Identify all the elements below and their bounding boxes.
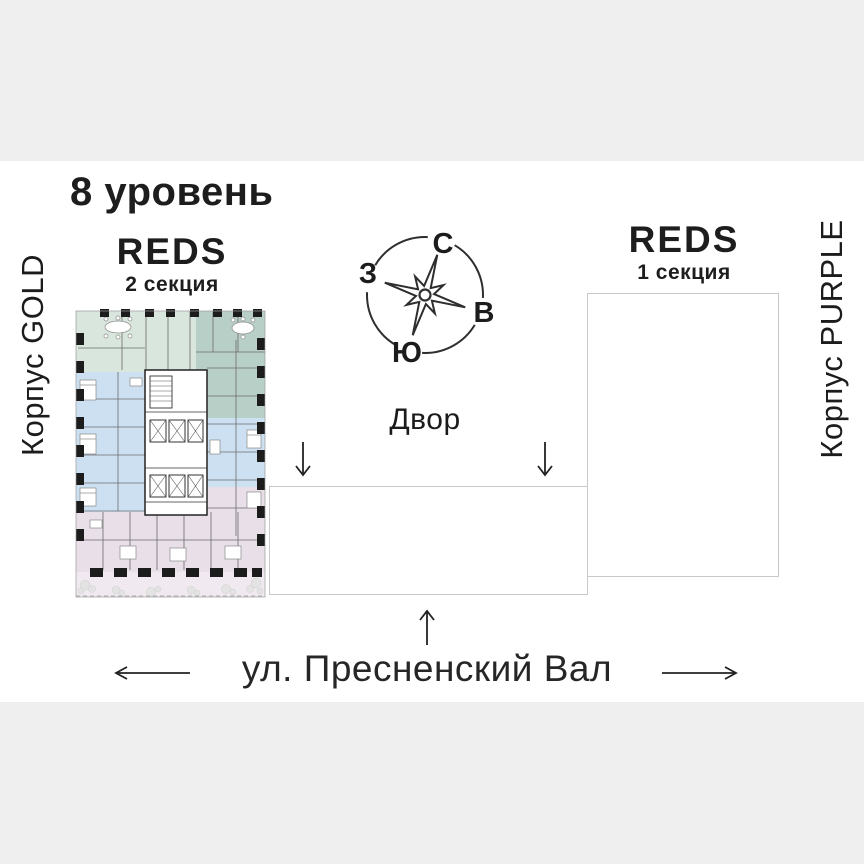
plan-outline — [75, 310, 266, 598]
building-core — [144, 369, 208, 516]
right-building-section: 1 секция — [637, 261, 731, 284]
compass-rose-icon: С В Ю З — [359, 228, 495, 368]
down-arrow-left-icon — [293, 441, 313, 479]
compass: С В Ю З — [352, 222, 498, 368]
compass-east-label: В — [474, 297, 495, 329]
section1-footprint — [587, 293, 779, 577]
compass-north-label: С — [433, 228, 454, 260]
down-arrow-right-icon — [535, 441, 555, 479]
street-label: ул. Пресненский Вал — [241, 648, 613, 689]
courtyard-label: Двор — [389, 403, 461, 436]
wing-label-purple: Корпус PURPLE — [814, 219, 849, 459]
bottom-gray-band — [0, 702, 864, 864]
floorplan-section2 — [75, 309, 266, 599]
stairs — [149, 375, 173, 409]
level-title: 8 уровень — [70, 170, 274, 214]
elevator-cross-marks — [149, 419, 204, 498]
left-building-header: REDS 2 секция — [78, 233, 266, 297]
floorplan-drawing — [75, 309, 266, 598]
terrace-plants — [77, 577, 264, 597]
left-building-section: 2 секция — [125, 273, 219, 296]
top-gray-band — [0, 0, 864, 161]
compass-west-label: З — [359, 258, 377, 290]
compass-south-label: Ю — [392, 337, 422, 368]
wall-piers — [76, 309, 265, 577]
right-building-name: REDS — [628, 219, 740, 260]
up-arrow-icon — [417, 606, 437, 646]
left-building-name: REDS — [116, 231, 228, 272]
street-side-footprint — [269, 486, 588, 595]
right-building-header: REDS 1 секция — [589, 221, 779, 285]
compass-center-dot — [418, 288, 432, 302]
compass-circle — [366, 236, 484, 354]
street-arrow-right-icon — [658, 665, 740, 681]
street-arrow-left-icon — [112, 665, 194, 681]
wing-label-gold: Корпус GOLD — [15, 254, 50, 456]
